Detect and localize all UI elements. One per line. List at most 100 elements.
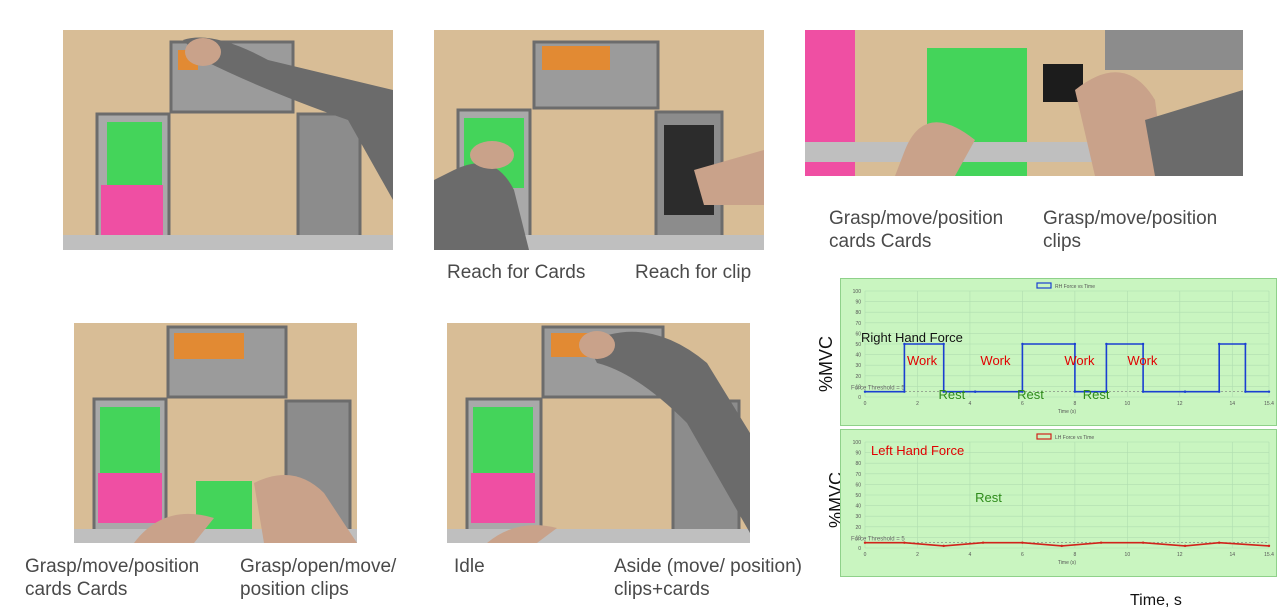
caption-grasp-open-clips: Grasp/open/move/ position clips xyxy=(240,555,425,601)
x-tick-label: 8 xyxy=(1073,552,1076,558)
y-tick-label: 80 xyxy=(855,461,861,467)
legend-label: LH Force vs Time xyxy=(1055,435,1094,441)
x-tick-label: 12 xyxy=(1177,401,1183,407)
caption-text: Grasp/move/position cards Cards xyxy=(829,208,1004,252)
x-axis-title: Time (s) xyxy=(1058,560,1076,566)
y-tick-label: 90 xyxy=(855,451,861,457)
work-annotation: Work xyxy=(907,353,938,368)
photo-top-middle xyxy=(434,30,764,250)
series-line xyxy=(865,541,1270,547)
rest-annotation: Rest xyxy=(938,387,965,402)
workspace-photo xyxy=(63,30,393,250)
y-tick-label: 20 xyxy=(855,525,861,531)
caption-idle: Idle xyxy=(454,556,485,577)
x-tick-label: 12 xyxy=(1177,552,1183,558)
caption-grasp-cards-top: Grasp/move/position cards Cards xyxy=(829,207,1034,253)
data-point xyxy=(1021,541,1024,544)
data-point xyxy=(1244,390,1247,393)
x-tick-label: 6 xyxy=(1021,552,1024,558)
chart-title: Left Hand Force xyxy=(871,443,964,458)
data-point xyxy=(1073,342,1077,346)
rest-annotation: Rest xyxy=(1017,387,1044,402)
y-tick-label: 90 xyxy=(855,300,861,306)
caption-text: Grasp/move/position clips xyxy=(1043,208,1218,252)
caption-grasp-cards-bottom: Grasp/move/position cards Cards xyxy=(25,555,230,601)
y-tick-label: 20 xyxy=(855,374,861,380)
x-tick-label: 2 xyxy=(916,552,919,558)
workspace-photo xyxy=(447,323,750,543)
data-point xyxy=(1105,342,1108,346)
photo-bottom-left xyxy=(74,323,357,543)
work-annotation: Work xyxy=(1127,353,1158,368)
legend-swatch xyxy=(1036,433,1052,440)
caption-text: Grasp/open/move/ position clips xyxy=(240,556,397,600)
data-point xyxy=(1141,541,1145,544)
data-point xyxy=(1141,342,1145,346)
y-tick-label: 10 xyxy=(855,384,861,390)
data-point xyxy=(1099,541,1103,544)
workspace-photo xyxy=(74,323,357,543)
data-point xyxy=(1021,342,1024,346)
data-point xyxy=(942,390,945,393)
data-point xyxy=(1141,390,1145,393)
data-point xyxy=(1217,390,1221,393)
data-point xyxy=(1060,544,1063,548)
y-tick-label: 0 xyxy=(858,546,861,552)
data-point xyxy=(973,390,977,393)
x-tick-label: 15.4 xyxy=(1264,401,1274,407)
x-tick-label: 14 xyxy=(1229,401,1235,407)
caption-aside: Aside (move/ position) clips+cards xyxy=(614,555,814,601)
data-point xyxy=(1073,390,1077,393)
workspace-photo xyxy=(434,30,764,250)
data-point xyxy=(1021,390,1024,393)
caption-text: Grasp/move/position cards Cards xyxy=(25,556,200,600)
photo-bottom-middle xyxy=(447,323,750,543)
caption-reach-cards: Reach for Cards xyxy=(447,262,586,283)
data-point xyxy=(1217,541,1221,544)
x-tick-label: 10 xyxy=(1125,552,1131,558)
workspace-photo xyxy=(805,30,1243,176)
data-point xyxy=(1183,544,1187,548)
y-tick-label: 0 xyxy=(858,395,861,401)
photo-top-right xyxy=(805,30,1243,176)
series-line xyxy=(865,343,1269,393)
y-tick-label: 60 xyxy=(855,331,861,337)
data-point xyxy=(981,541,985,544)
data-point xyxy=(863,541,867,544)
x-tick-label: 15.4 xyxy=(1264,552,1274,558)
caption-text: Aside (move/ position) clips+cards xyxy=(614,556,802,600)
x-tick-label: 0 xyxy=(864,401,867,407)
caption-grasp-clips-top: Grasp/move/position clips xyxy=(1043,207,1248,253)
y-tick-label: 40 xyxy=(855,353,861,359)
legend-label: RH Force vs Time xyxy=(1055,284,1095,290)
rest-annotation: Rest xyxy=(1083,387,1110,402)
data-point xyxy=(1267,390,1271,393)
y-tick-label: 50 xyxy=(855,342,861,348)
legend-swatch xyxy=(1036,282,1052,289)
data-point xyxy=(1267,544,1271,548)
y-tick-label: 40 xyxy=(855,504,861,510)
y-tick-label: 10 xyxy=(855,535,861,541)
y-tick-label: 30 xyxy=(855,363,861,369)
y-tick-label: 70 xyxy=(855,321,861,327)
work-annotation: Work xyxy=(1064,353,1095,368)
work-annotation: Work xyxy=(980,353,1011,368)
y-tick-label: 30 xyxy=(855,514,861,520)
x-tick-label: 4 xyxy=(969,552,972,558)
data-point xyxy=(903,342,906,346)
data-point xyxy=(942,342,945,346)
y-tick-label: 80 xyxy=(855,310,861,316)
data-point xyxy=(1105,390,1108,393)
y-tick-label: 60 xyxy=(855,482,861,488)
x-axis-title: Time (s) xyxy=(1058,409,1076,415)
caption-reach-clip: Reach for clip xyxy=(635,262,752,283)
x-tick-label: 4 xyxy=(969,401,972,407)
data-point xyxy=(903,541,906,544)
data-point xyxy=(1183,390,1187,393)
chart-title: Right Hand Force xyxy=(861,330,963,345)
photo-top-left xyxy=(63,30,393,250)
